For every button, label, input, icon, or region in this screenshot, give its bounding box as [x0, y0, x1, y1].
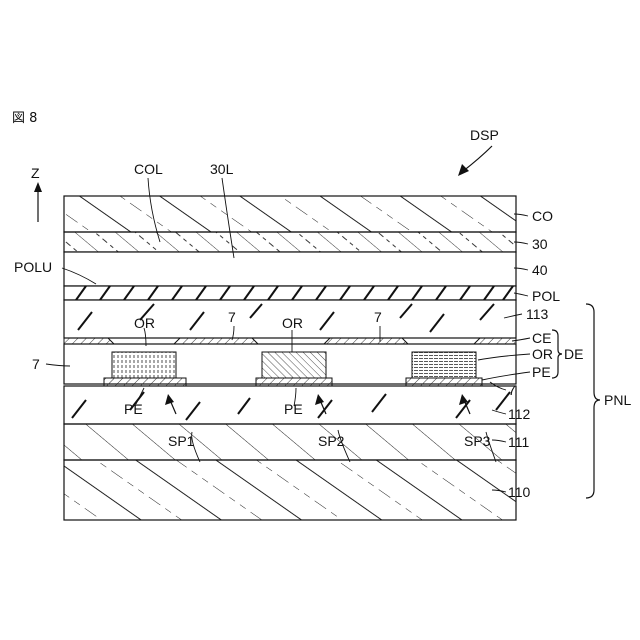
or-3 — [412, 352, 476, 378]
label-7-right: 7 — [508, 382, 516, 398]
layer-40 — [64, 252, 516, 286]
label-polu: POLU — [14, 259, 52, 275]
label-col: COL — [134, 161, 163, 177]
label-or-2: OR — [282, 315, 303, 331]
layer-co — [64, 196, 516, 232]
label-30: 30 — [532, 236, 548, 252]
label-110: 110 — [508, 484, 531, 500]
z-axis-label: Z — [31, 165, 40, 181]
z-axis-arrow — [34, 182, 42, 222]
label-113: 113 — [526, 306, 549, 322]
label-co: CO — [532, 208, 553, 224]
de-bracket — [552, 330, 562, 378]
label-112: 112 — [508, 406, 531, 422]
layer-110 — [64, 460, 516, 520]
label-pol: POL — [532, 288, 560, 304]
label-dsp: DSP — [470, 127, 499, 143]
label-40: 40 — [532, 262, 548, 278]
label-pnl: PNL — [604, 392, 631, 408]
or-1 — [112, 352, 176, 378]
label-or-right: OR — [532, 346, 553, 362]
label-7-left: 7 — [32, 356, 40, 372]
label-30l: 30L — [210, 161, 234, 177]
pe-1 — [104, 378, 186, 386]
label-sp2: SP2 — [318, 433, 345, 449]
label-sp3: SP3 — [464, 433, 491, 449]
pe-2 — [256, 378, 332, 386]
label-de: DE — [564, 346, 583, 362]
label-pe-1: PE — [124, 401, 143, 417]
label-or-1: OR — [134, 315, 155, 331]
layer-30 — [64, 232, 516, 252]
pnl-bracket — [586, 304, 600, 498]
label-ce: CE — [532, 330, 551, 346]
label-111: 111 — [508, 434, 529, 450]
label-7-mid2: 7 — [374, 309, 382, 325]
figure-label: 図 8 — [12, 111, 37, 126]
pe-3 — [406, 378, 482, 386]
layer-111 — [64, 424, 516, 460]
label-pe-right: PE — [532, 364, 551, 380]
label-pe-2: PE — [284, 401, 303, 417]
label-7-mid1: 7 — [228, 309, 236, 325]
or-2 — [262, 352, 326, 378]
label-sp1: SP1 — [168, 433, 195, 449]
dsp-arrow — [458, 146, 492, 176]
